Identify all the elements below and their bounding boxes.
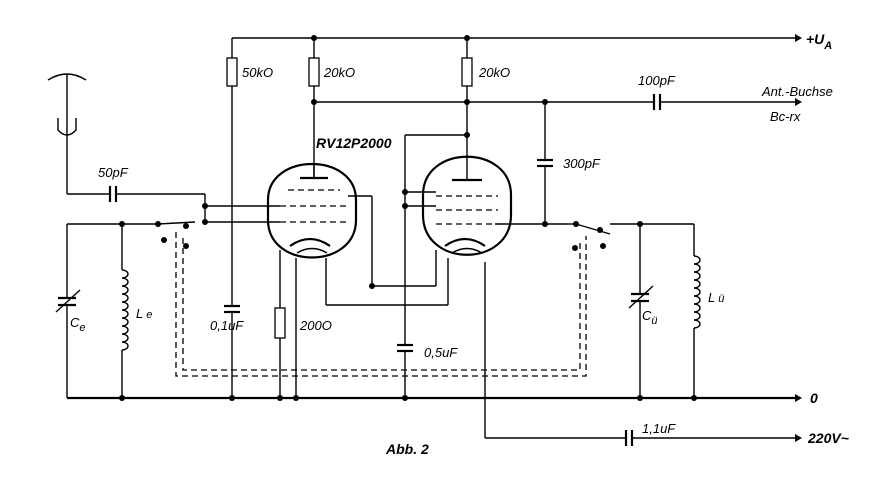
resistor-20k-a (308, 57, 320, 87)
supply-arrow-icon (795, 34, 802, 42)
tube-2-heater (451, 247, 483, 254)
junction (277, 395, 283, 401)
tube-label: RV12P2000 (316, 135, 392, 151)
r3-label: 20kO (478, 65, 510, 80)
switch-1-lever (157, 221, 196, 225)
mains-label: 220V~ (807, 430, 849, 446)
caption: Abb. 2 (385, 441, 429, 457)
ce-label: Ce (70, 315, 86, 334)
cu-label: Cü (642, 308, 658, 327)
tube-1-envelope (266, 162, 358, 259)
switch-2-contact-c (572, 245, 578, 251)
ce-variable-arrow-icon (55, 289, 81, 313)
tube-1-cathode (289, 237, 331, 247)
le-coil-icon (121, 269, 129, 351)
bc-rx-label: Bc-rx (770, 109, 801, 124)
junction (464, 99, 470, 105)
switch-2-contact-b (597, 227, 603, 233)
c-feedback-label: 300pF (563, 156, 601, 171)
switch-1-contact-c (161, 237, 167, 243)
switch-2-lever (575, 223, 611, 235)
junction (464, 35, 470, 41)
junction (311, 35, 317, 41)
tube-1 (266, 162, 358, 259)
c-coupling-label: 100pF (638, 73, 676, 88)
resistor-20k-b (461, 57, 473, 87)
tube-2-cathode (444, 237, 486, 247)
antenna-arrow-icon (795, 98, 802, 106)
junction (637, 395, 643, 401)
junction (293, 395, 299, 401)
antenna-socket-label: Ant.-Buchse (761, 84, 833, 99)
c-mains-label: 1,1uF (642, 421, 676, 436)
supply-label: +UA (806, 31, 832, 52)
lu-coil-icon (693, 255, 701, 329)
tube-2-envelope (421, 155, 513, 256)
tube-2 (421, 155, 513, 256)
mains-arrow-icon (795, 434, 802, 442)
junction (229, 395, 235, 401)
switch-2-contact-d (600, 243, 606, 249)
antenna-socket-icon (57, 118, 77, 136)
switch-1-contact-b (183, 223, 189, 229)
c-input-label: 50pF (98, 165, 129, 180)
switch-linkage-inner (182, 238, 581, 371)
c-bypass1-label: 0,1uF (210, 318, 244, 333)
junction (369, 283, 375, 289)
junction (119, 395, 125, 401)
r1-label: 50kO (242, 65, 273, 80)
resistor-50k (226, 57, 238, 87)
ground-arrow-icon (795, 394, 802, 402)
junction (202, 219, 208, 225)
resistor-200 (274, 307, 286, 339)
r-cathode-label: 200O (299, 318, 332, 333)
cu-variable-arrow-icon (628, 285, 654, 309)
junction (402, 395, 408, 401)
junction (691, 395, 697, 401)
tube-1-heater (296, 247, 328, 254)
switch-1-contact-d (183, 243, 189, 249)
junction (202, 203, 208, 209)
junction (402, 203, 408, 209)
c-bypass2-label: 0,5uF (424, 345, 458, 360)
r2-label: 20kO (323, 65, 355, 80)
ground-label: 0 (810, 390, 818, 406)
switch-linkage-outer (175, 232, 587, 377)
